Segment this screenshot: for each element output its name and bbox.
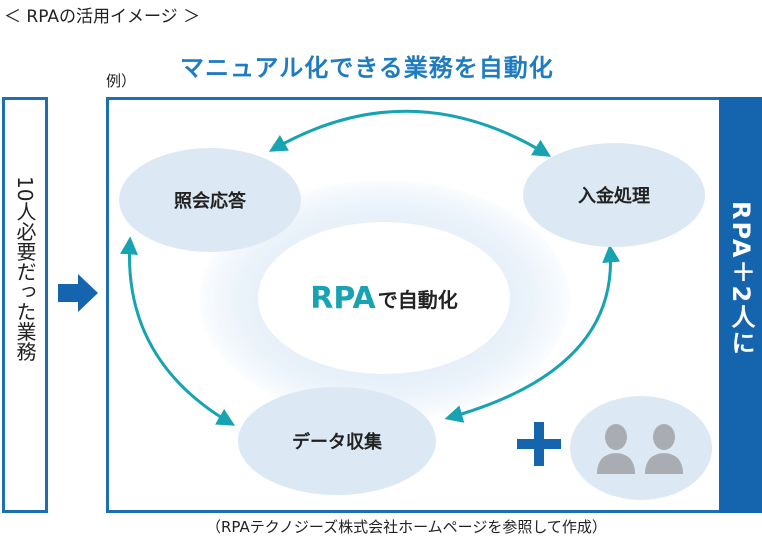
- before-box: 10人必要だった業務: [2, 97, 48, 513]
- right-arrow-icon: [58, 274, 98, 312]
- plus-icon: [517, 422, 561, 466]
- arrow-right: [444, 244, 621, 423]
- person-icon: [645, 424, 683, 474]
- center-rpa: RPA: [310, 280, 376, 316]
- source-caption: （RPAテクノジーズ株式会社ホームページを参照して作成）: [206, 518, 607, 536]
- example-label: 例）: [106, 72, 137, 90]
- people-group: [570, 396, 712, 500]
- after-band: RPA＋2人に: [719, 97, 762, 513]
- node-payment-label: 入金処理: [578, 186, 650, 207]
- top-caption: ＜ RPAの活用イメージ ＞: [4, 7, 201, 27]
- node-inquiry-label: 照会応答: [174, 191, 246, 212]
- arrow-top: [268, 109, 552, 157]
- person-icon: [597, 424, 635, 474]
- node-inquiry: 照会応答: [119, 148, 301, 252]
- headline: マニュアル化できる業務を自動化: [180, 54, 554, 82]
- before-text: 10人必要だった業務: [13, 176, 37, 362]
- center-automation: で自動化: [377, 287, 458, 312]
- node-data-collection-label: データ収集: [292, 432, 382, 453]
- arrow-left: [120, 236, 236, 426]
- node-payment: 入金処理: [523, 143, 705, 247]
- node-data-collection: データ収集: [238, 387, 436, 495]
- center-node: RPA で自動化: [258, 222, 510, 374]
- after-text: RPA＋2人に: [727, 201, 755, 357]
